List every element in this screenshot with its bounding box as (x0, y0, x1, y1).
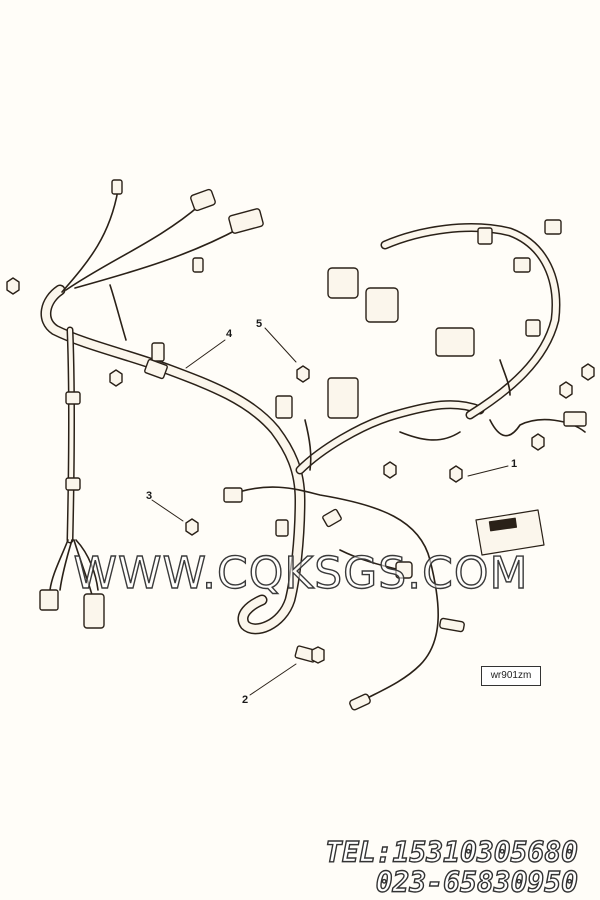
leader-lines (151, 327, 509, 696)
reference-code-box: wr901zm (481, 666, 541, 686)
connector-plug-lower (395, 561, 413, 579)
fasteners (6, 277, 595, 664)
connector-plug-center (223, 487, 243, 503)
site-watermark: WWW.CQKSGS.COM (73, 547, 529, 599)
connector-small-center (275, 395, 293, 419)
label-tag (475, 509, 545, 556)
connector-clip-left (192, 257, 204, 273)
connector-bottom-left-b (83, 593, 105, 629)
connector-upper-right-a (544, 219, 562, 235)
contact-phone: 023-65830950 (375, 866, 579, 899)
nut-item-5 (296, 365, 310, 383)
connector-upper-right-b (513, 257, 531, 273)
bolt-item-2 (294, 645, 325, 664)
nut-center (383, 461, 397, 479)
nut-item-1 (449, 465, 463, 483)
connector-top-left (111, 179, 123, 195)
terminal-ring-bottom (349, 693, 371, 711)
callout-2: 2 (242, 694, 249, 706)
connector-block-upper-b (365, 287, 399, 323)
callout-5: 5 (256, 318, 263, 330)
harness-clips (65, 227, 541, 537)
connector-right-end (563, 411, 587, 427)
connector-top-right (228, 208, 264, 234)
callout-1: 1 (511, 458, 518, 470)
nut-right-a (531, 433, 545, 451)
connector-top-center (190, 188, 216, 212)
connector-block-upper-a (327, 267, 359, 299)
main-harness-trunk (40, 223, 561, 635)
connector-relay (435, 327, 475, 357)
connectors (39, 179, 587, 711)
nut-far-right (581, 363, 595, 381)
nut-far-left (6, 277, 20, 295)
nut-left-clip (109, 369, 123, 387)
terminal-ring-lower (439, 617, 465, 633)
thin-wires (49, 189, 586, 706)
connector-bottom-left-a (39, 589, 59, 611)
nut-right-b (559, 381, 573, 399)
nut-item-3 (185, 518, 199, 536)
connector-module-center (327, 377, 359, 419)
callout-4: 4 (226, 328, 233, 340)
contact-tel: TEL:15310305680 (324, 836, 578, 869)
callout-3: 3 (146, 490, 153, 502)
